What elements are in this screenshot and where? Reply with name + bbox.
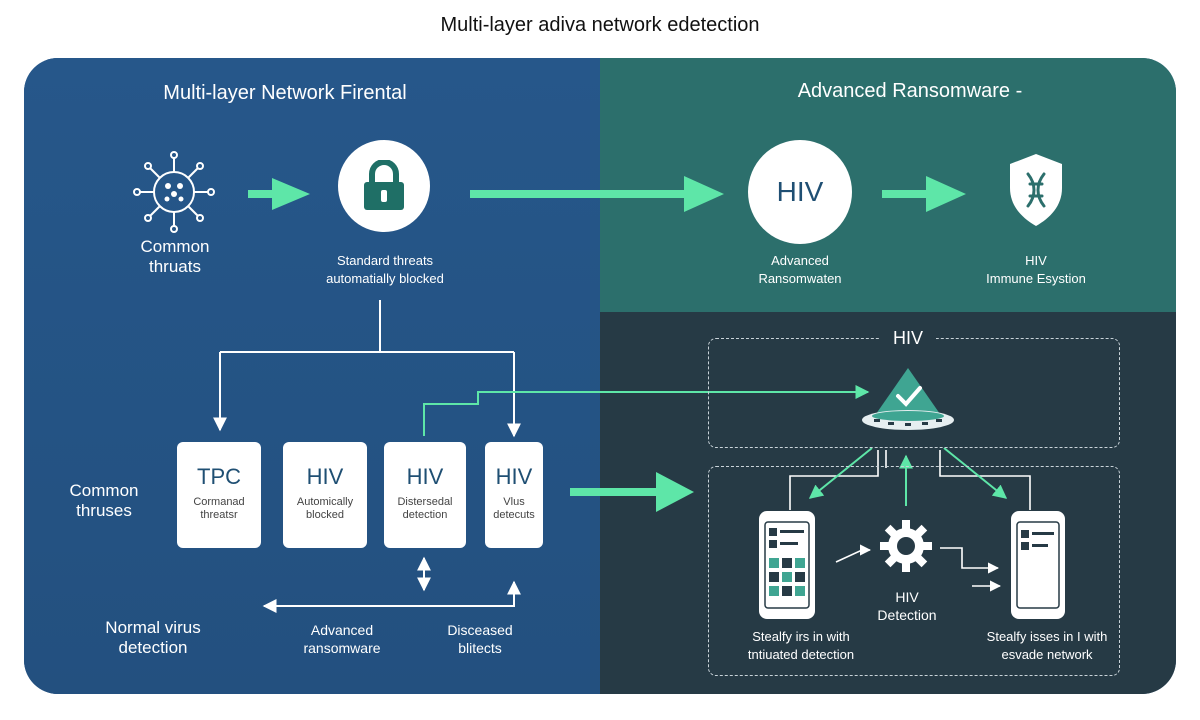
lock-circle — [338, 140, 430, 232]
card-title: TPC — [197, 464, 241, 489]
left-heading: Multi-layer Network Firental — [163, 82, 407, 104]
detection-dashed-box — [708, 466, 1120, 676]
page-title: Multi-layer adiva network edetection — [440, 14, 760, 36]
hiv-circle: HIV — [748, 140, 852, 244]
normal-virus-label: Normal virus detection — [105, 618, 201, 657]
phone-left-icon — [758, 510, 816, 620]
card-title: HIV — [495, 464, 533, 489]
lock-icon — [364, 160, 404, 210]
card-hiv-blocked: HIV Automically blocked — [283, 442, 367, 548]
hiv-box-title: HIV — [880, 328, 936, 349]
card-subtitle: Cormanad threatsr — [193, 496, 245, 521]
hiv-detection-label: HIV Detection — [877, 589, 937, 623]
card-title: HIV — [406, 464, 444, 489]
card-tpc: TPC Cormanad threatsr — [177, 442, 261, 548]
card-hiv-distributed: HIV Distersedal detection — [384, 442, 466, 548]
hiv-immune-caption: HIV Immune Esystion — [986, 253, 1086, 286]
top-right-heading: Advanced Ransomware - — [797, 80, 1023, 102]
card-hiv-virus: HIV Vlus detecuts — [485, 442, 543, 548]
shield-icon — [1006, 150, 1066, 230]
bottom-right-panel — [600, 312, 1176, 694]
arrow-virus-to-lock — [248, 178, 310, 210]
arrow-lock-to-hiv — [470, 176, 724, 212]
common-threats-label: Common thruats — [140, 237, 210, 276]
hiv-circle-text: HIV — [776, 176, 824, 207]
card-subtitle: Vlus detecuts — [493, 496, 535, 521]
phone-right-icon — [1010, 510, 1066, 620]
card-title: HIV — [306, 464, 344, 489]
standard-threats-label: Standard threats automatially blocked — [326, 253, 444, 286]
arrow-hiv-to-shield — [882, 176, 966, 212]
diagram-panel — [24, 58, 1176, 694]
stealthy-right-caption: Stealfy isses in I with esvade network — [986, 629, 1108, 662]
gear-icon — [878, 518, 934, 574]
stealthy-left-caption: Stealfy irs in with tntiuated detection — [747, 629, 855, 662]
virus-icon — [130, 148, 218, 236]
diseased-objects-label: Disceased blitects — [447, 622, 513, 656]
common-thruses-label: Common thruses — [69, 481, 139, 520]
advanced-ransomware-caption: Advanced Ransomwaten — [758, 253, 842, 286]
detector-icon — [860, 364, 956, 436]
arrow-cards-to-detection — [570, 472, 694, 512]
card-subtitle: Automically blocked — [296, 496, 354, 521]
card-subtitle: Distersedal detection — [397, 496, 453, 521]
advanced-ransomware-label: Advanced ransomware — [303, 622, 381, 656]
